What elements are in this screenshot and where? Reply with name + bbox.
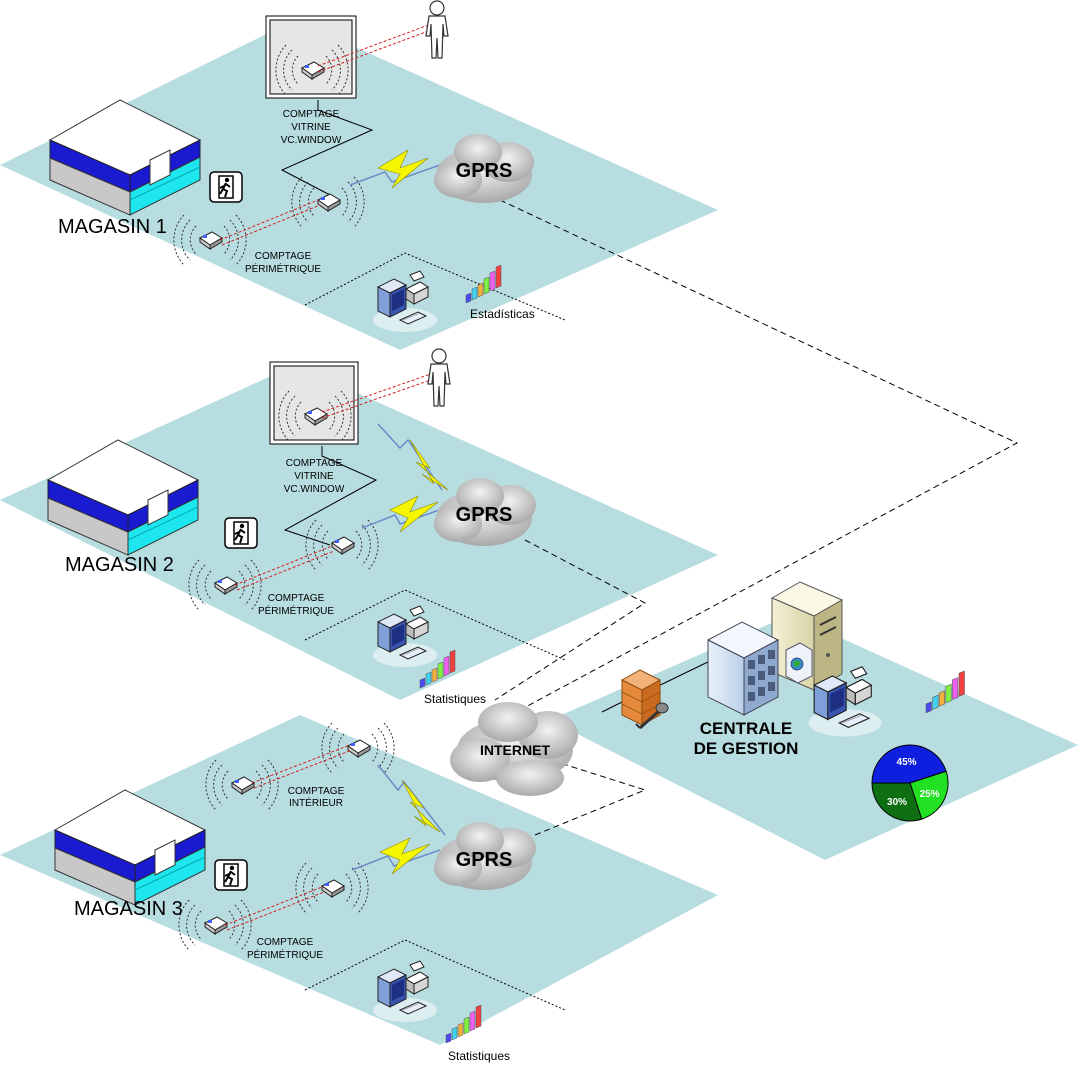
store-1-gprs-cloud-icon (434, 134, 534, 203)
pie-slice-1 (909, 770, 949, 820)
store-3-perimeter-label-2: PÉRIMÉTRIQUE (247, 948, 323, 961)
store-3-stats-label: Statistiques (448, 1049, 510, 1063)
store-1-perimeter-label-2: PÉRIMÉTRIQUE (245, 262, 321, 275)
link-gprs1-internet (499, 199, 1019, 711)
store-2-name: MAGASIN 2 (65, 554, 174, 576)
store-1-window-label-3: VC.WINDOW (281, 135, 342, 146)
store-2-window-label-1: COMPTAGE (286, 458, 343, 469)
store-3-exit-icon (214, 859, 248, 891)
store-3-interior-label-2: INTÉRIEUR (289, 796, 343, 809)
central-pie-chart: 45% 25% 30% (871, 744, 949, 822)
store-2-window-label-3: VC.WINDOW (284, 484, 345, 495)
store-2-office-zone (304, 589, 566, 661)
pie-slice-2 (871, 782, 923, 822)
document-globe-icon (785, 642, 813, 684)
store-1-window-label-1: COMPTAGE (283, 109, 340, 120)
store-3-gprs-cloud-icon (434, 822, 536, 890)
store-1-office-zone (304, 252, 566, 321)
pie-label-2: 30% (887, 797, 907, 808)
store-3-office-zone (304, 939, 566, 1011)
central-title-line-1: CENTRALE (700, 719, 793, 738)
central-floor (550, 615, 1078, 860)
store-2-lightning-icon-a (409, 439, 449, 491)
pie-label-0: 45% (897, 757, 917, 768)
link-gprs2-internet (494, 539, 646, 701)
store-1-person (425, 0, 449, 59)
store-1: MAGASIN 1 COMPTAGE VITRINE VC.WINDOW COM… (49, 0, 535, 333)
store-2-lightning-icon-b (389, 495, 439, 533)
store-2-exit-icon (224, 517, 258, 549)
store-3: MAGASIN 3 COMPTAGE INTÉRIEUR COMPTAGE PÉ… (54, 722, 536, 1063)
store-2-gprs-cloud-icon (434, 478, 536, 546)
internet-cloud-icon (450, 702, 578, 796)
store-3-floor (0, 715, 718, 1045)
office-building-icon (706, 621, 780, 716)
store-3-gprs-label: GPRS (456, 849, 513, 871)
store-2-stats-label: Statistiques (424, 692, 486, 706)
store-2-gprs-label: GPRS (456, 504, 513, 526)
store-3-interior-label-1: COMPTAGE (288, 786, 345, 797)
store-2-perimeter-label-2: PÉRIMÉTRIQUE (258, 604, 334, 617)
link-gprs3-internet (534, 754, 647, 836)
store-1-gprs-label: GPRS (456, 160, 513, 182)
store-2: MAGASIN 2 COMPTAGE VITRINE VC.WINDOW COM… (47, 348, 536, 706)
store-1-lightning-icon (377, 149, 429, 189)
central-title-line-2: DE GESTION (694, 739, 799, 758)
store-2-window-label-2: VITRINE (294, 471, 334, 482)
pie-label-1: 25% (920, 789, 940, 800)
store-1-window-label-2: VITRINE (291, 122, 331, 133)
store-2-person (427, 348, 451, 407)
key-icon (635, 702, 669, 730)
store-1-name: MAGASIN 1 (58, 216, 167, 238)
store-3-lightning-icon-a (401, 779, 441, 833)
pie-slice-0 (871, 744, 947, 784)
store-1-exit-icon (209, 171, 243, 203)
store-2-floor (0, 365, 718, 700)
store-3-lightning-icon-b (379, 837, 431, 875)
internet-label: INTERNET (480, 742, 550, 758)
store-3-perimeter-label-1: COMPTAGE (257, 937, 314, 948)
store-1-stats-label: Estadísticas (470, 307, 535, 321)
store-1-floor (0, 20, 718, 350)
store-3-name: MAGASIN 3 (74, 898, 183, 920)
central-management: CENTRALE DE GESTION 45% 25% 30% (601, 581, 965, 822)
store-2-perimeter-label-1: COMPTAGE (268, 593, 325, 604)
store-1-perimeter-label-1: COMPTAGE (255, 251, 312, 262)
